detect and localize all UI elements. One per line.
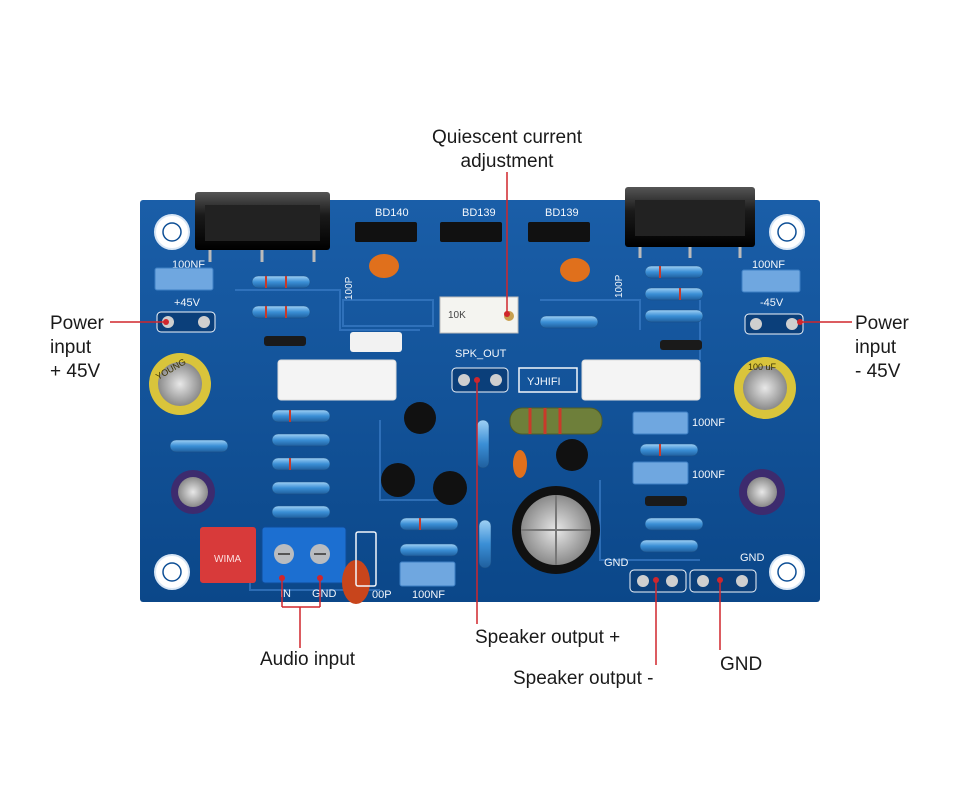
silk-gnd-mid: GND	[604, 557, 629, 569]
callout-power-neg-line3: - 45V	[855, 361, 901, 382]
silk-bd139-b: BD139	[545, 207, 579, 219]
callout-speaker-output-positive: Speaker output +	[475, 627, 621, 648]
silk-100nf-bottom: 100NF	[412, 589, 445, 601]
driver-transistors	[355, 222, 590, 242]
power-pad-pos	[156, 311, 216, 333]
power-transistor-right	[625, 187, 755, 258]
electrolytic-cap-45v-neg: 100 uF	[734, 357, 796, 419]
silk-cap-value-r: 100 uF	[748, 362, 777, 372]
film-capacitors	[154, 267, 801, 587]
silk-spk-out: SPK_OUT	[455, 348, 507, 360]
callout-quiescent-line1: Quiescent current	[432, 127, 582, 148]
silk-minus-45v: -45V	[760, 297, 784, 309]
silk-100nf-mid2: 100NF	[692, 469, 725, 481]
wima-capacitor: WIMA	[200, 527, 256, 583]
silk-gnd-terminal: GND	[312, 588, 337, 600]
silk-100p-b: 100P	[614, 274, 625, 298]
brand-logo-box: YJHIFI	[518, 367, 578, 393]
diodes	[264, 332, 702, 506]
callout-power-neg-line1: Power	[855, 313, 909, 334]
silk-100nf-tr: 100NF	[752, 259, 785, 271]
power-pad-neg	[744, 313, 804, 335]
silk-wima: WIMA	[214, 554, 242, 565]
callout-power-input-positive: Power input + 45V	[50, 312, 104, 384]
callout-power-pos-line3: + 45V	[50, 361, 101, 382]
ceramic-cap-center	[513, 450, 527, 478]
silk-in: IN	[280, 588, 291, 600]
silk-bd139-a: BD139	[462, 207, 496, 219]
ceramic-cap-right	[560, 258, 590, 282]
electrolytic-cap-small-left	[171, 470, 215, 514]
silk-brand: YJHIFI	[527, 376, 561, 388]
silk-plus-45v: +45V	[174, 297, 201, 309]
audio-terminal-block	[261, 526, 347, 584]
silk-100nf-mid1: 100NF	[692, 417, 725, 429]
small-transistors	[381, 402, 588, 505]
pcb-traces	[235, 289, 701, 591]
electrolytic-cap-45v-pos: YOUNG	[149, 353, 211, 415]
callout-power-neg-line2: input	[855, 337, 897, 358]
power-transistor-left	[195, 192, 330, 262]
silk-gnd-top: GND	[740, 552, 765, 564]
ceramic-cap-left	[369, 254, 399, 278]
callout-power-input-negative: Power input - 45V	[855, 312, 909, 384]
silk-bd140: BD140	[375, 207, 409, 219]
silk-100p-a: 100P	[344, 276, 355, 300]
silk-00p: 00P	[372, 589, 392, 601]
gnd-pads	[629, 569, 757, 593]
ceramic-resistor-right	[581, 359, 701, 401]
callout-quiescent-line2: adjustment	[460, 151, 554, 172]
callout-speaker-output-negative: Speaker output -	[513, 668, 654, 689]
ceramic-resistor-left	[277, 359, 397, 401]
resistors	[169, 265, 704, 569]
callout-power-pos-line1: Power	[50, 313, 104, 334]
callout-power-pos-line2: input	[50, 337, 92, 358]
power-resistor	[509, 407, 603, 435]
electrolytic-cap-large	[512, 486, 600, 574]
mounting-holes	[154, 214, 805, 590]
callout-quiescent-current: Quiescent current adjustment	[418, 126, 596, 174]
electrolytic-cap-small-right	[739, 469, 785, 515]
callout-audio-input: Audio input	[260, 649, 356, 670]
callout-gnd: GND	[720, 654, 763, 675]
silk-trimmer: 10K	[448, 310, 466, 321]
pointer-lines	[110, 172, 852, 665]
